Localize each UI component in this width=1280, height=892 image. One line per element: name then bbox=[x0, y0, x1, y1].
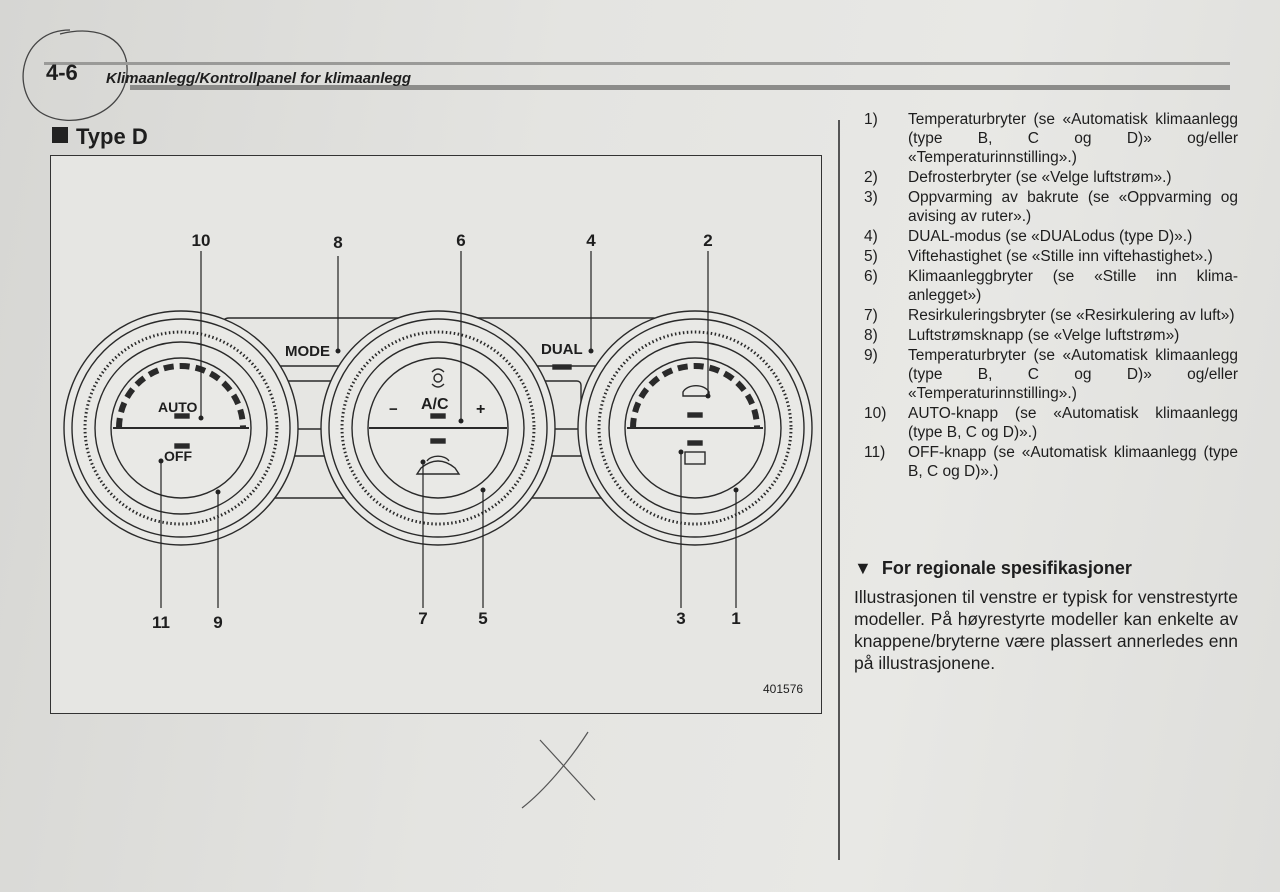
section-title: Type D bbox=[52, 124, 148, 150]
legend-number: 2) bbox=[864, 169, 878, 186]
callout-8: 8 bbox=[333, 233, 342, 252]
ac-label: A/C bbox=[421, 396, 449, 413]
legend-number: 3) bbox=[864, 189, 878, 206]
callout-10: 10 bbox=[192, 231, 211, 250]
left-temperature-knob bbox=[63, 310, 299, 546]
callout-3: 3 bbox=[676, 609, 685, 628]
callout-1: 1 bbox=[731, 609, 740, 628]
legend-text: Viftehastighet (se «Stille inn vifte­has… bbox=[908, 248, 1213, 265]
right-temperature-knob bbox=[577, 310, 813, 546]
callout-9: 9 bbox=[213, 613, 222, 632]
triangle-down-icon: ▼ bbox=[854, 558, 872, 578]
legend-text: OFF-knapp (se «Automatisk klimaanlegg (t… bbox=[908, 444, 1238, 480]
legend-number: 8) bbox=[864, 327, 878, 344]
regional-title-text: For regionale spesifikasjoner bbox=[881, 558, 1132, 578]
legend-item: 5) Viftehastighet (se «Stille inn vifte­h… bbox=[858, 247, 1238, 266]
legend-text: Oppvarming av bakrute (se «Oppvarm­ing o… bbox=[908, 189, 1238, 225]
minus-label: − bbox=[389, 401, 398, 418]
square-bullet-icon bbox=[52, 127, 68, 143]
legend-item: 11) OFF-knapp (se «Automatisk klimaanlegg… bbox=[858, 443, 1238, 481]
legend-item: 1) Temperaturbryter (se «Automatisk klima… bbox=[858, 110, 1238, 167]
legend-list: 1) Temperaturbryter (se «Automatisk klima… bbox=[858, 110, 1238, 482]
center-fan-knob bbox=[320, 310, 556, 546]
legend-item: 3) Oppvarming av bakrute (se «Oppvarm­ing… bbox=[858, 188, 1238, 226]
legend-item: 4) DUAL-modus (se «DUALodus (type D)».) bbox=[858, 227, 1238, 246]
off-label: OFF bbox=[164, 448, 192, 464]
legend-number: 5) bbox=[864, 248, 878, 265]
legend-item: 9) Temperaturbryter (se «Automatisk klima… bbox=[858, 346, 1238, 403]
legend-item: 6) Klimaanleggbryter (se «Stille inn klim… bbox=[858, 267, 1238, 305]
control-panel-illustration: MODE DUAL AUTO OFF A/C − + 10 8 6 4 2 11… bbox=[63, 231, 813, 632]
callout-5: 5 bbox=[478, 609, 487, 628]
regional-body: Illustrasjonen til venstre er typisk for… bbox=[854, 587, 1238, 673]
legend-text: Luftstrømsknapp (se «Velge luftstrøm») bbox=[908, 327, 1180, 344]
callout-leaders bbox=[160, 251, 737, 608]
callout-7: 7 bbox=[418, 609, 427, 628]
plus-label: + bbox=[476, 401, 485, 418]
legend-item: 10) AUTO-knapp (se «Automatisk klima­anle… bbox=[858, 404, 1238, 442]
callout-4: 4 bbox=[586, 231, 596, 250]
header-rule-top bbox=[44, 62, 1230, 65]
legend-item: 2) Defrosterbryter (se «Velge luftstrøm».… bbox=[858, 168, 1238, 187]
legend-text: Defrosterbryter (se «Velge luftstrøm».) bbox=[908, 169, 1172, 186]
legend-number: 7) bbox=[864, 307, 878, 324]
figure-id: 401576 bbox=[763, 682, 804, 696]
callout-11: 11 bbox=[152, 613, 170, 632]
regional-title: ▼ For regionale spesifikasjoner bbox=[854, 558, 1132, 579]
legend-number: 6) bbox=[864, 268, 878, 285]
legend-number: 10) bbox=[864, 405, 887, 422]
handdrawn-circle bbox=[22, 29, 128, 121]
legend-text: AUTO-knapp (se «Automatisk klima­anlegg … bbox=[908, 405, 1238, 441]
section-title-text: Type D bbox=[76, 124, 148, 149]
handdrawn-cross bbox=[521, 731, 596, 809]
legend-item: 8) Luftstrømsknapp (se «Velge luftstrøm») bbox=[858, 326, 1238, 345]
mode-label: MODE bbox=[285, 343, 330, 360]
legend-text: Klimaanleggbryter (se «Stille inn klima­… bbox=[908, 268, 1238, 304]
column-divider bbox=[838, 120, 840, 860]
legend-number: 9) bbox=[864, 347, 878, 364]
legend-item: 7) Resirkuleringsbryter (se «Resirkulerin… bbox=[858, 306, 1238, 325]
legend-text: Resirkuleringsbryter (se «Resirkulering … bbox=[908, 307, 1235, 324]
legend-text: Temperaturbryter (se «Automatisk klima­a… bbox=[908, 347, 1238, 402]
legend-number: 4) bbox=[864, 228, 878, 245]
page-number: 4-6 bbox=[46, 60, 78, 85]
legend-text: Temperaturbryter (se «Automatisk klima­a… bbox=[908, 111, 1238, 166]
auto-label: AUTO bbox=[158, 399, 198, 415]
legend-number: 11) bbox=[864, 444, 886, 461]
callout-6: 6 bbox=[456, 231, 465, 250]
legend-number: 1) bbox=[864, 111, 878, 128]
control-panel-figure: MODE DUAL AUTO OFF A/C − + 10 8 6 4 2 11… bbox=[50, 155, 822, 714]
callout-2: 2 bbox=[703, 231, 712, 250]
header-rule bbox=[130, 85, 1230, 90]
page-header-title: Klimaanlegg/Kontrollpanel for klimaanleg… bbox=[106, 70, 412, 87]
dual-label: DUAL bbox=[541, 341, 583, 358]
legend-text: DUAL-modus (se «DUALodus (type D)».) bbox=[908, 228, 1193, 245]
